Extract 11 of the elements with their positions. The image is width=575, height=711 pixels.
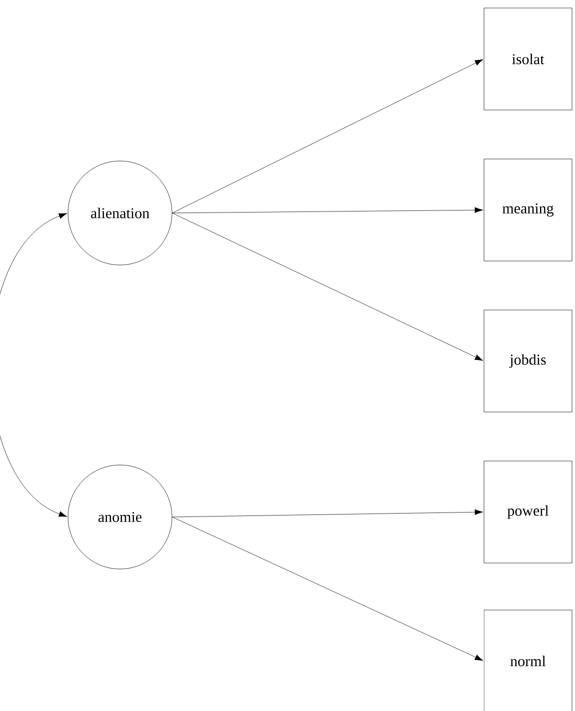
arrow (172, 212, 484, 361)
arrow (172, 509, 484, 518)
indicator-box: meaning (484, 158, 572, 262)
indicator-box: jobdis (484, 310, 572, 412)
arrow (172, 516, 484, 661)
arrow (172, 59, 484, 214)
arrow (172, 207, 484, 214)
indicator-box: powerl (484, 460, 572, 564)
indicator-box: norml (484, 610, 572, 711)
covariance-arrow (0, 213, 68, 517)
indicator-box: isolat (484, 8, 572, 110)
